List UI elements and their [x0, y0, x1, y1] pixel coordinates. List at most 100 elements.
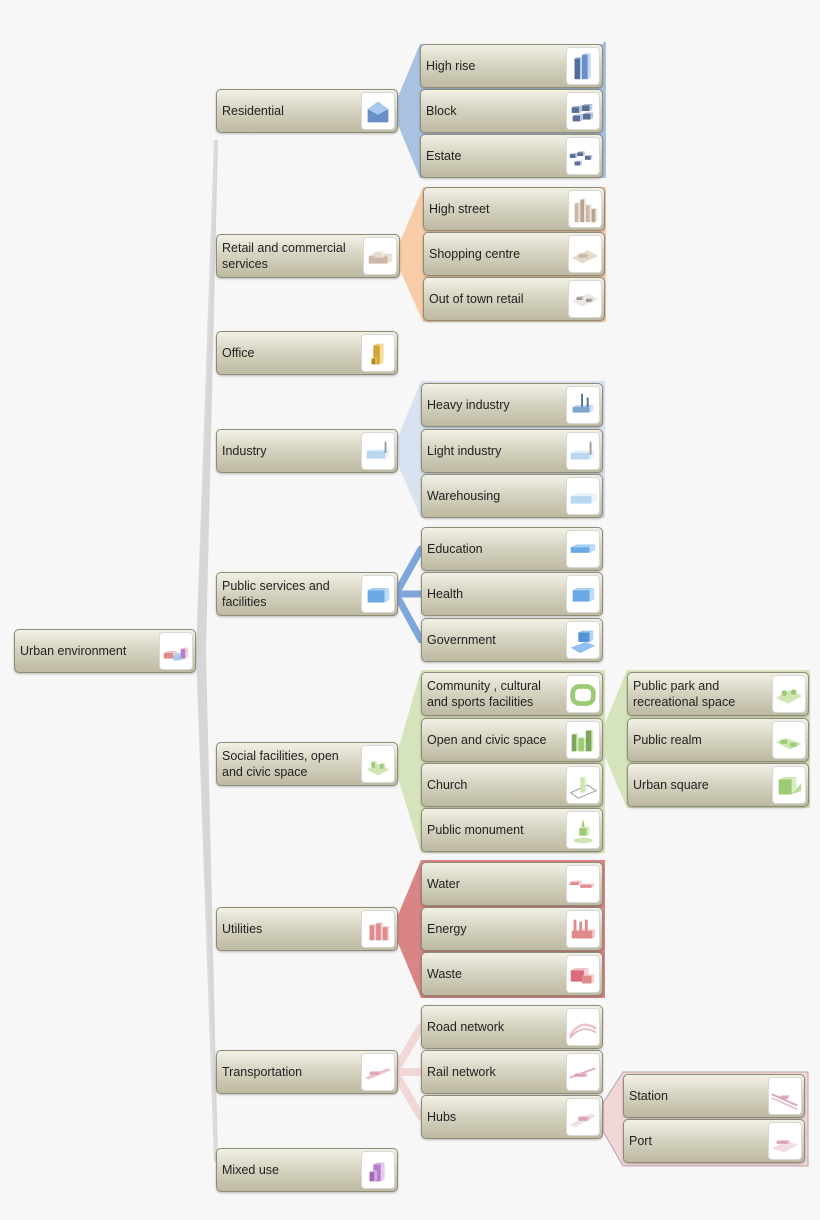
node-label: Open and civic space — [427, 733, 547, 747]
energy-icon — [566, 910, 600, 948]
hubs-icon — [566, 1098, 600, 1136]
node-label: High street — [429, 202, 490, 216]
node-label: Hubs — [427, 1110, 457, 1124]
node-out-of-town-retail: Out of town retail — [423, 277, 605, 321]
node-label: Public services and facilities — [222, 579, 330, 609]
node-block: Block — [420, 89, 603, 133]
node-rail-network: Rail network — [421, 1050, 603, 1094]
node-label: Public park and recreational space — [633, 679, 736, 709]
node-label: Retail and commercial services — [222, 241, 346, 271]
out-of-town-retail-icon — [568, 280, 602, 318]
estate-icon — [566, 137, 600, 175]
shopping-centre-icon — [568, 235, 602, 273]
public-monument-icon — [566, 811, 600, 849]
trunk-connector — [196, 133, 218, 1168]
waste-icon — [566, 955, 600, 993]
heavy-industry-icon — [566, 386, 600, 424]
node-light-industry: Light industry — [421, 429, 603, 473]
node-label: Industry — [222, 444, 267, 458]
station-icon — [768, 1077, 802, 1115]
node-label: Rail network — [427, 1065, 496, 1079]
church-icon — [566, 766, 600, 804]
node-label: Office — [222, 346, 255, 360]
node-public-realm: Public realm — [627, 718, 809, 762]
industry-icon — [361, 432, 395, 470]
node-estate: Estate — [420, 134, 603, 178]
node-utilities: Utilities — [216, 907, 398, 951]
node-label: Energy — [427, 922, 467, 936]
social-facilities-icon — [361, 745, 395, 783]
node-road-network: Road network — [421, 1005, 603, 1049]
public-realm-icon — [772, 721, 806, 759]
node-public-park: Public park and recreational space — [627, 672, 809, 716]
node-label: Urban square — [633, 778, 709, 792]
urban-square-icon — [772, 766, 806, 804]
node-label: Residential — [222, 104, 284, 118]
community-icon — [566, 675, 600, 713]
node-label: Waste — [427, 967, 462, 981]
node-label: Education — [427, 542, 483, 556]
node-label: Estate — [426, 149, 462, 163]
node-industry: Industry — [216, 429, 398, 473]
node-public-services: Public services and facilities — [216, 572, 398, 616]
open-civic-space-icon — [566, 721, 600, 759]
node-open-civic-space: Open and civic space — [421, 718, 603, 762]
water-icon — [566, 865, 600, 903]
node-education: Education — [421, 527, 603, 571]
node-label: High rise — [426, 59, 476, 73]
high-street-icon — [568, 190, 602, 228]
public-services-connector-2 — [394, 594, 425, 644]
public-services-icon — [361, 575, 395, 613]
node-mixed-use: Mixed use — [216, 1148, 398, 1192]
node-retail-commercial: Retail and commercial services — [216, 234, 400, 278]
node-label: Public monument — [427, 823, 524, 837]
mixed-use-icon — [361, 1151, 395, 1189]
node-label: Community , cultural and sports faciliti… — [427, 679, 541, 709]
node-label: Church — [427, 778, 468, 792]
road-network-icon — [566, 1008, 600, 1046]
node-port: Port — [623, 1119, 805, 1163]
light-industry-icon — [566, 432, 600, 470]
node-label: Light industry — [427, 444, 502, 458]
retail-icon — [363, 237, 397, 275]
node-heavy-industry: Heavy industry — [421, 383, 603, 427]
health-icon — [566, 575, 600, 613]
node-health: Health — [421, 572, 603, 616]
node-water: Water — [421, 862, 603, 906]
urban-environment-icon — [159, 632, 193, 670]
trunk-connector-shade — [196, 140, 218, 1162]
node-label: Heavy industry — [427, 398, 510, 412]
node-waste: Waste — [421, 952, 603, 996]
node-label: Utilities — [222, 922, 263, 936]
node-urban-environment: Urban environment — [14, 629, 196, 673]
transportation-connector-2 — [394, 1074, 425, 1121]
node-hubs: Hubs — [421, 1095, 603, 1139]
node-label: Social facilities, open and civic space — [222, 749, 339, 779]
node-high-street: High street — [423, 187, 605, 231]
node-label: Transportation — [222, 1065, 303, 1079]
node-label: Mixed use — [222, 1163, 279, 1177]
node-government: Government — [421, 618, 603, 662]
hubs-connector-outline — [602, 1071, 809, 1167]
node-community-facilities: Community , cultural and sports faciliti… — [421, 672, 603, 716]
residential-icon — [361, 92, 395, 130]
high-rise-icon — [566, 47, 600, 85]
node-label: Water — [427, 877, 460, 891]
node-warehousing: Warehousing — [421, 474, 603, 518]
node-label: Urban environment — [20, 644, 127, 658]
node-transportation: Transportation — [216, 1050, 398, 1094]
port-icon — [768, 1122, 802, 1160]
node-residential: Residential — [216, 89, 398, 133]
node-church: Church — [421, 763, 603, 807]
warehousing-icon — [566, 477, 600, 515]
public-park-icon — [772, 675, 806, 713]
node-label: Government — [427, 633, 496, 647]
transportation-connector-0 — [394, 1023, 425, 1070]
node-label: Shopping centre — [429, 247, 521, 261]
government-icon — [566, 621, 600, 659]
node-label: Health — [427, 587, 464, 601]
public-services-connector-0 — [394, 545, 425, 594]
utilities-icon — [361, 910, 395, 948]
